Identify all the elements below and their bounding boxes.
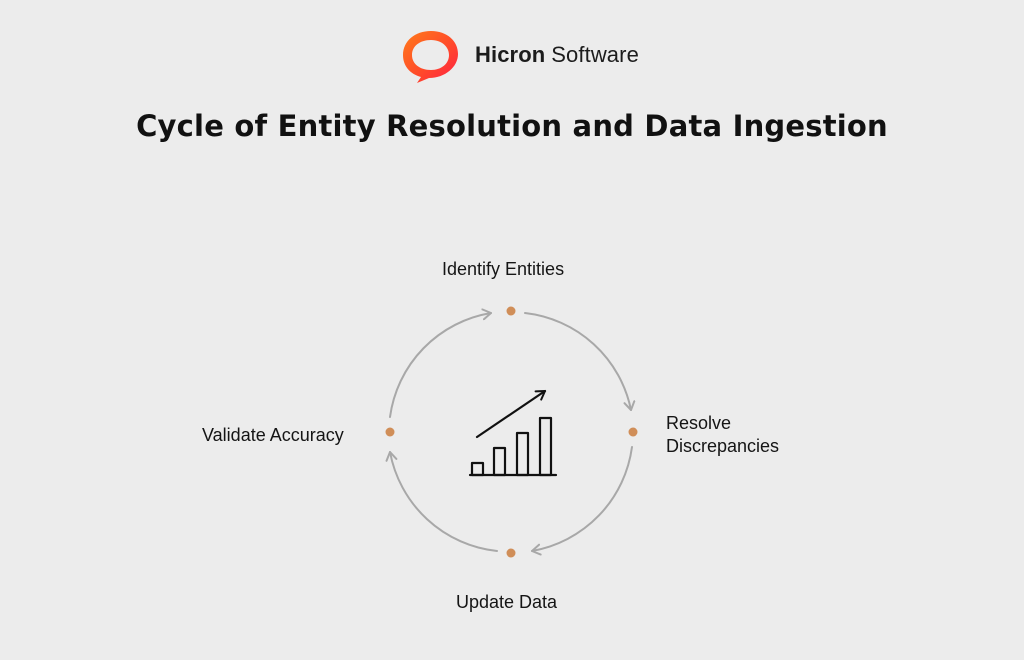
node-label-validate: Validate Accuracy: [202, 425, 344, 445]
page-title: Cycle of Entity Resolution and Data Inge…: [136, 109, 888, 143]
node-dot-validate: [385, 427, 395, 437]
speech-bubble-logo-icon: [403, 31, 458, 83]
brand-name-light: Software: [551, 42, 639, 67]
node-dot-update: [506, 548, 516, 558]
growth-bar-chart-icon: [468, 389, 558, 477]
arrow-resolve-to-update: [531, 446, 633, 556]
cycle-ring: [385, 308, 636, 556]
node-dots: [385, 306, 638, 558]
brand-name-strong: Hicron: [475, 42, 546, 67]
node-dot-identify: [506, 306, 516, 316]
node-label-identify: Identify Entities: [442, 259, 565, 279]
node-label-resolve: Resolve Discrepancies: [666, 413, 780, 456]
node-dot-resolve: [628, 427, 638, 437]
arrow-update-to-validate: [385, 451, 498, 552]
arrow-identify-to-resolve: [524, 312, 636, 411]
node-label-update: Update Data: [456, 592, 558, 612]
arrow-validate-to-identify: [389, 308, 492, 418]
